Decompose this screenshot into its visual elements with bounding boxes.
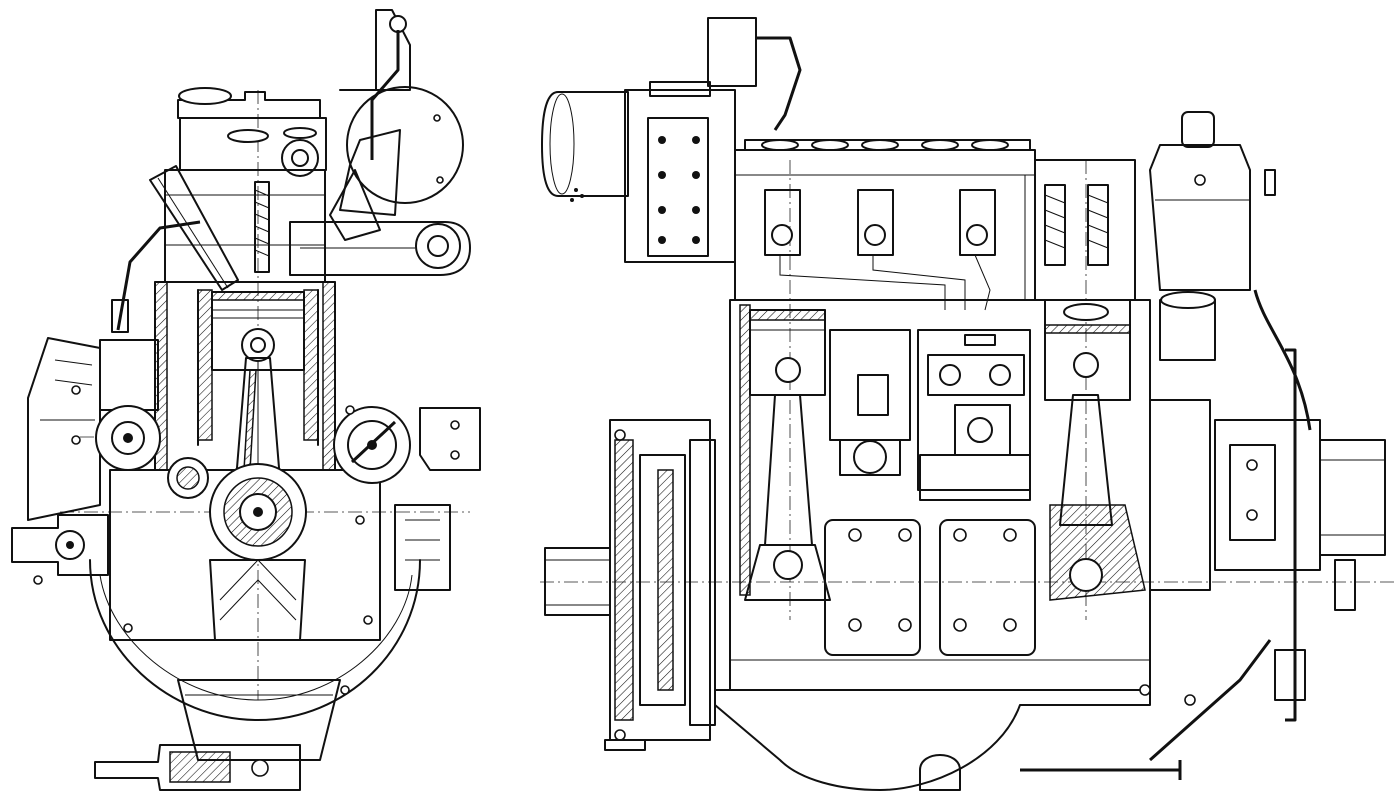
crankshaft-pulley bbox=[1319, 439, 1386, 556]
timing-cover-section bbox=[829, 329, 911, 441]
output-shaft bbox=[544, 547, 611, 616]
oil-filler-neck bbox=[707, 17, 757, 87]
inspection-cover-1 bbox=[824, 519, 921, 656]
oil-pan-side bbox=[714, 689, 1151, 791]
injector-1 bbox=[764, 189, 801, 256]
timing-case bbox=[1149, 399, 1211, 591]
connecting-rod-1 bbox=[764, 394, 813, 546]
turbocharger bbox=[346, 86, 464, 204]
injection-pump bbox=[917, 329, 1031, 491]
exhaust-manifold bbox=[289, 221, 471, 276]
crankcase bbox=[109, 469, 381, 641]
injector-2 bbox=[857, 189, 894, 256]
valve-spring-4a bbox=[1044, 184, 1066, 266]
engine-mount-left bbox=[11, 514, 109, 576]
fuel-filter-bracket bbox=[27, 337, 101, 521]
oil-filter-cap bbox=[1181, 111, 1215, 148]
fuel-filter bbox=[1159, 299, 1216, 361]
intake-manifold-cover bbox=[624, 89, 736, 263]
oil-filter bbox=[1149, 144, 1251, 291]
air-cleaner bbox=[541, 91, 629, 197]
injector-3 bbox=[959, 189, 996, 256]
drain-plug bbox=[919, 754, 961, 791]
valve-spring-4b bbox=[1087, 184, 1109, 266]
oil-filler-cap bbox=[178, 87, 232, 105]
fuel-pump-housing bbox=[99, 339, 159, 411]
piston-4 bbox=[1044, 299, 1131, 401]
flywheel-housing-side bbox=[609, 419, 711, 741]
injection-pump-upper bbox=[927, 354, 1025, 396]
inspection-cover-2 bbox=[939, 519, 1036, 656]
flywheel-housing bbox=[89, 559, 421, 721]
oil-pump bbox=[94, 744, 301, 791]
flywheel bbox=[639, 454, 686, 706]
counterweight bbox=[209, 559, 306, 641]
oil-sump bbox=[177, 679, 341, 761]
valve-spring bbox=[254, 181, 270, 273]
side-section-view bbox=[540, 17, 1395, 791]
end-section-view bbox=[11, 9, 481, 791]
oil-cooler bbox=[394, 504, 451, 591]
thermostat-housing bbox=[419, 407, 481, 471]
